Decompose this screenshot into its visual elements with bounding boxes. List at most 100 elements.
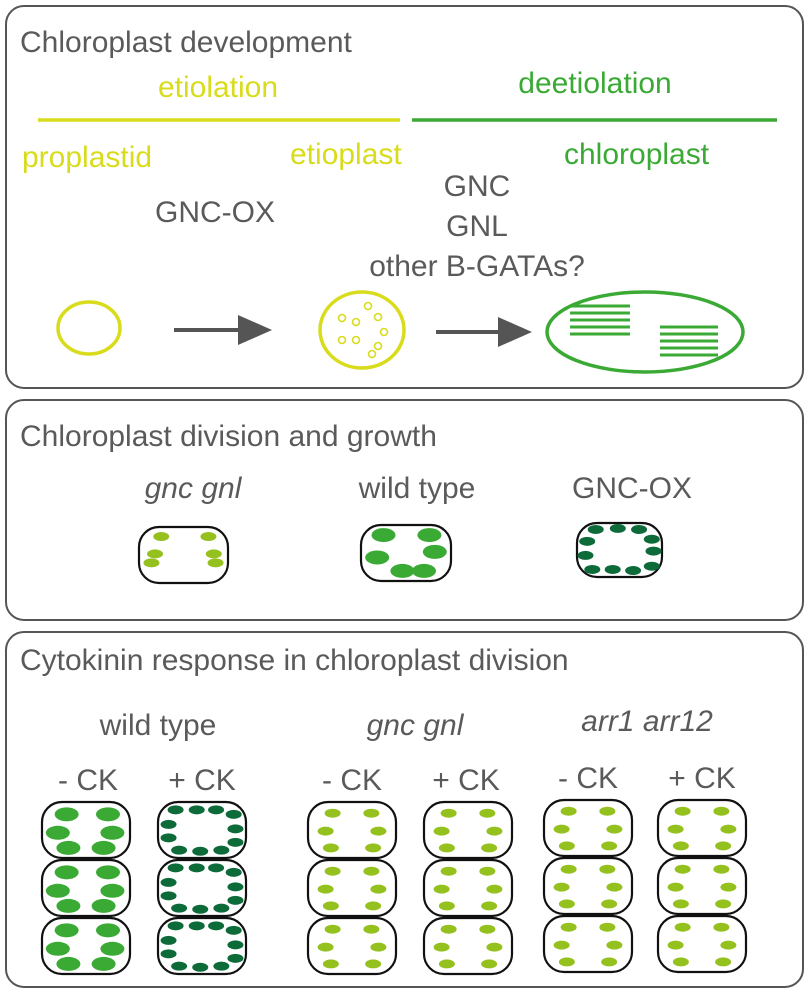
gnl-label: GNL: [446, 210, 508, 243]
chloroplast-dot: [363, 808, 380, 818]
chloroplast-dot: [479, 924, 496, 934]
chloroplast-dot: [54, 865, 79, 880]
panel-division-frame: [5, 399, 804, 621]
chloroplast-dot: [479, 866, 496, 876]
chloroplast-dot: [91, 956, 116, 971]
chloroplast-dot: [227, 882, 244, 892]
chloroplast-dot: [371, 528, 396, 543]
chloroplast-icon: [545, 290, 745, 374]
chloroplast-dot: [160, 935, 177, 945]
chloroplast-dot: [322, 959, 339, 969]
chloroplast-dot: [317, 826, 334, 836]
chloroplast-dot: [481, 843, 498, 853]
chloroplast-dot: [577, 550, 594, 560]
chloroplast-dot: [558, 899, 575, 909]
chloroplast-dot: [553, 824, 570, 834]
other-gatas-label: other B-GATAs?: [369, 250, 585, 283]
chloroplast-dot: [486, 884, 503, 894]
chloroplast-dot: [227, 895, 244, 905]
division-cells: [137, 521, 664, 585]
chloroplast-dot: [322, 843, 339, 853]
genotype-label-gnc-gnl: gnc gnl: [367, 709, 465, 742]
cell-icon: [40, 916, 132, 976]
cell-icon: [359, 523, 453, 583]
cell-icon: [656, 914, 748, 974]
cell-icon: [156, 916, 248, 976]
cell-icon: [306, 800, 398, 860]
chloroplast-dot: [438, 843, 455, 853]
plus-ck-label-wt: + CK: [168, 764, 236, 797]
chloroplast-dot: [91, 840, 116, 855]
chloroplast-dot: [160, 833, 177, 843]
chloroplast-dot: [365, 959, 382, 969]
chloroplast-dot: [167, 863, 184, 873]
cell-icon: [542, 914, 634, 974]
chloroplast-dot: [672, 899, 689, 909]
chloroplast-dot: [153, 532, 170, 542]
chloroplast-dot: [370, 884, 387, 894]
plus-ck-label-gnc-gnl: + CK: [432, 764, 500, 797]
chloroplast-dot: [606, 824, 623, 834]
chloroplast-dot: [100, 883, 125, 898]
genotype-label-wild-type: wild type: [99, 709, 217, 742]
cell-icon: [306, 858, 398, 918]
chloroplast-dot: [486, 826, 503, 836]
proplastid-label: proplastid: [22, 141, 152, 174]
cell-icon: [542, 856, 634, 916]
chloroplast-dot: [365, 550, 390, 565]
chloroplast-dot: [365, 901, 382, 911]
chloroplast-dot: [433, 826, 450, 836]
cell-icon: [137, 525, 230, 585]
cell-icon: [156, 858, 248, 918]
chloroplast-dot: [208, 921, 225, 931]
chloroplast-dot: [412, 563, 436, 578]
chloroplast-dot: [715, 899, 732, 909]
chloroplast-dot: [609, 523, 626, 533]
chloroplast-dot: [672, 957, 689, 967]
chloroplast-dot: [625, 566, 642, 576]
minus-ck-label-gnc-gnl: - CK: [322, 764, 382, 797]
chloroplast-dot: [45, 941, 70, 956]
chloroplast-dot: [672, 841, 689, 851]
chloroplast-dot: [674, 806, 691, 816]
chloroplast-dot: [188, 863, 205, 873]
panel-development-frame: [5, 5, 804, 389]
chloroplast-dot: [417, 528, 442, 543]
chloroplast-label: chloroplast: [564, 138, 710, 171]
gnc-ox-label: GNC-OX: [155, 196, 275, 229]
chloroplast-dot: [213, 961, 230, 971]
cell-icon: [656, 856, 748, 916]
chloroplast-dot: [96, 807, 120, 822]
panel-cytokinin-title: Cytokinin response in chloroplast divisi…: [20, 644, 569, 677]
chloroplast-dot: [599, 864, 616, 874]
panel-cytokinin-frame: [5, 631, 804, 988]
chloroplast-dot: [205, 549, 222, 559]
chloroplast-dot: [363, 866, 380, 876]
proplastid-icon: [56, 300, 122, 356]
arrow-right-icon: [174, 315, 272, 345]
chloroplast-dot: [433, 942, 450, 952]
gnc-label: GNC: [444, 170, 511, 203]
chloroplast-dot: [643, 561, 660, 571]
chloroplast-dot: [208, 805, 225, 815]
chloroplast-dot: [433, 884, 450, 894]
etiolation-label: etiolation: [158, 71, 278, 104]
chloroplast-dot: [147, 549, 164, 559]
chloroplast-dot: [225, 925, 242, 935]
chloroplast-dot: [370, 942, 387, 952]
chloroplast-dot: [720, 940, 737, 950]
cell-icon: [575, 521, 664, 579]
chloroplast-dot: [667, 824, 684, 834]
chloroplast-dot: [225, 867, 242, 877]
chloroplast-dot: [208, 863, 225, 873]
chloroplast-dot: [160, 877, 177, 887]
chloroplast-dot: [317, 942, 334, 952]
cell-icon: [156, 800, 248, 860]
chloroplast-dot: [171, 903, 188, 913]
chloroplast-dot: [363, 924, 380, 934]
chloroplast-dot: [324, 808, 341, 818]
chloroplast-dot: [720, 882, 737, 892]
chloroplast-dot: [370, 826, 387, 836]
chloroplast-dot: [604, 564, 621, 574]
